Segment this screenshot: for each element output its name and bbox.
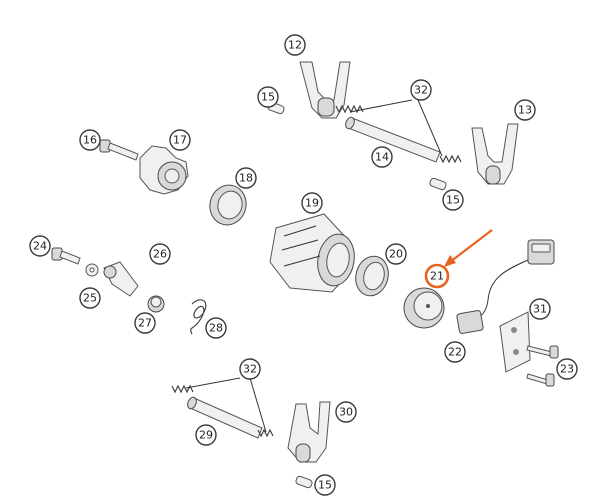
callout-17: 17 xyxy=(169,129,191,151)
callout-25: 25 xyxy=(79,287,101,309)
callout-20: 20 xyxy=(385,243,407,265)
lever-26 xyxy=(103,261,139,297)
spring-32-bottom-right xyxy=(257,428,274,438)
svg-text:28: 28 xyxy=(209,322,223,335)
callout-18: 18 xyxy=(235,167,257,189)
svg-text:17: 17 xyxy=(173,134,187,147)
spring-32-right xyxy=(439,154,462,164)
seal-ring-18 xyxy=(209,184,247,226)
svg-text:32: 32 xyxy=(243,363,257,376)
svg-text:14: 14 xyxy=(375,151,389,164)
bracket-31 xyxy=(499,311,531,373)
callout-15: 15 xyxy=(442,189,464,211)
svg-text:23: 23 xyxy=(560,363,574,376)
highlight-arrow xyxy=(444,229,493,267)
bushing-27 xyxy=(147,295,165,313)
callout-14: 14 xyxy=(371,146,393,168)
bearing-20 xyxy=(355,255,389,297)
spring-32-top xyxy=(335,104,364,114)
shift-drum-19 xyxy=(269,213,355,293)
shaft-14 xyxy=(345,116,441,163)
callout-23: 23 xyxy=(556,358,578,380)
svg-text:30: 30 xyxy=(339,406,353,419)
pin-15-bottom xyxy=(295,475,313,489)
svg-text:24: 24 xyxy=(33,240,47,253)
svg-text:18: 18 xyxy=(239,172,253,185)
svg-text:13: 13 xyxy=(518,104,532,117)
svg-text:22: 22 xyxy=(448,346,462,359)
callout-16: 16 xyxy=(79,129,101,151)
svg-text:12: 12 xyxy=(288,39,302,52)
shaft-29 xyxy=(187,396,263,439)
callout-27: 27 xyxy=(134,312,156,334)
svg-text:19: 19 xyxy=(305,197,319,210)
callout-29: 29 xyxy=(195,424,217,446)
washer-25 xyxy=(85,263,99,277)
svg-text:26: 26 xyxy=(153,248,167,261)
callout-15: 15 xyxy=(314,474,336,496)
svg-text:20: 20 xyxy=(389,248,403,261)
pin-15-mid xyxy=(429,177,447,191)
callout-19: 19 xyxy=(301,192,323,214)
svg-text:15: 15 xyxy=(261,91,275,104)
sensor-21 xyxy=(403,287,445,329)
svg-text:31: 31 xyxy=(533,303,547,316)
svg-text:27: 27 xyxy=(138,317,152,330)
spring-28 xyxy=(190,299,207,335)
shift-fork-12 xyxy=(299,61,351,119)
callout-13: 13 xyxy=(514,99,536,121)
shift-fork-13 xyxy=(471,123,519,185)
shift-fork-30 xyxy=(287,401,331,463)
callout-32: 32 xyxy=(239,358,261,380)
bolt-16 xyxy=(99,139,139,161)
svg-text:32: 32 xyxy=(414,84,428,97)
sensor-22 xyxy=(456,310,484,334)
callout-28: 28 xyxy=(205,317,227,339)
callout-15: 15 xyxy=(257,86,279,108)
svg-text:16: 16 xyxy=(83,134,97,147)
callout-21-highlighted: 21 xyxy=(424,263,450,289)
svg-text:29: 29 xyxy=(199,429,213,442)
callouts: 12 15 32 13 16 17 14 18 15 19 24 26 20 2… xyxy=(29,34,578,496)
callout-30: 30 xyxy=(335,401,357,423)
callout-26: 26 xyxy=(149,243,171,265)
shift-star-17 xyxy=(139,145,189,195)
leader-lines xyxy=(185,99,443,433)
svg-text:25: 25 xyxy=(83,292,97,305)
screws-23 xyxy=(526,345,559,387)
callout-32: 32 xyxy=(410,79,432,101)
bolt-24 xyxy=(51,247,81,265)
callout-22: 22 xyxy=(444,341,466,363)
svg-text:21: 21 xyxy=(430,270,444,283)
svg-text:15: 15 xyxy=(318,479,332,492)
callout-31: 31 xyxy=(529,298,551,320)
callout-24: 24 xyxy=(29,235,51,257)
callout-12: 12 xyxy=(284,34,306,56)
svg-text:15: 15 xyxy=(446,194,460,207)
